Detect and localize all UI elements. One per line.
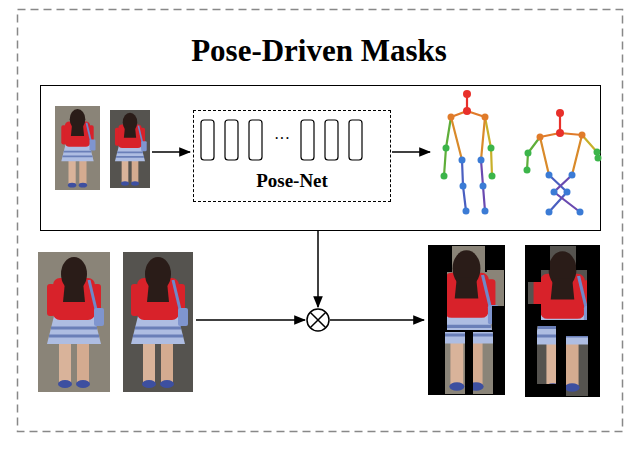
network-label: Pose-Net (256, 170, 328, 192)
diagram-title: Pose-Driven Masks (0, 33, 638, 69)
ellipsis-mark: ··· (262, 129, 302, 149)
network-box: Pose-Net (193, 110, 391, 202)
